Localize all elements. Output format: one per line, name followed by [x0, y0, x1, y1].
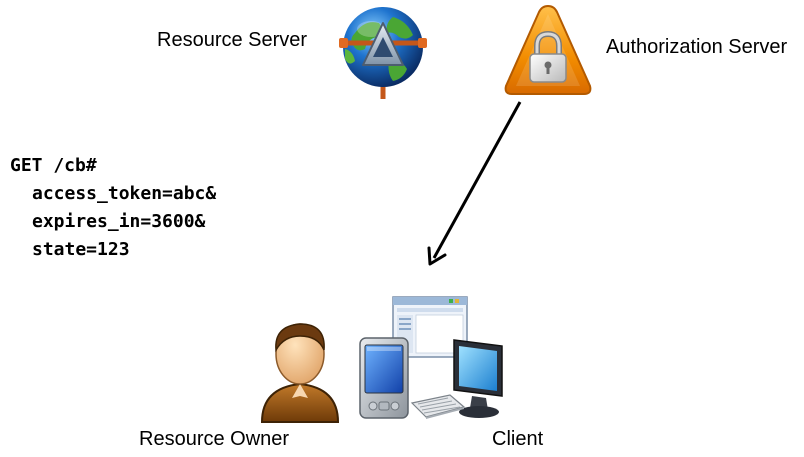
client-label: Client: [492, 428, 544, 450]
expires-in-param: expires_in=3600&: [32, 211, 206, 232]
monitor-icon: [453, 339, 503, 418]
resource-server-label: Resource Server: [157, 29, 308, 51]
resource-owner-label: Resource Owner: [139, 428, 290, 450]
redirect-request: GET /cb# access_token=abc& expires_in=36…: [10, 152, 216, 264]
globe-icon: [339, 7, 427, 99]
state-param: state=123: [32, 239, 130, 260]
person-icon: [260, 323, 340, 423]
lock-warning-icon: [504, 4, 592, 95]
access-token-param: access_token=abc&: [32, 183, 217, 204]
pda-icon: [359, 337, 409, 419]
authorization-server-label: Authorization Server: [606, 36, 788, 58]
request-line: GET /cb#: [10, 155, 97, 176]
keyboard-icon: [410, 394, 466, 419]
